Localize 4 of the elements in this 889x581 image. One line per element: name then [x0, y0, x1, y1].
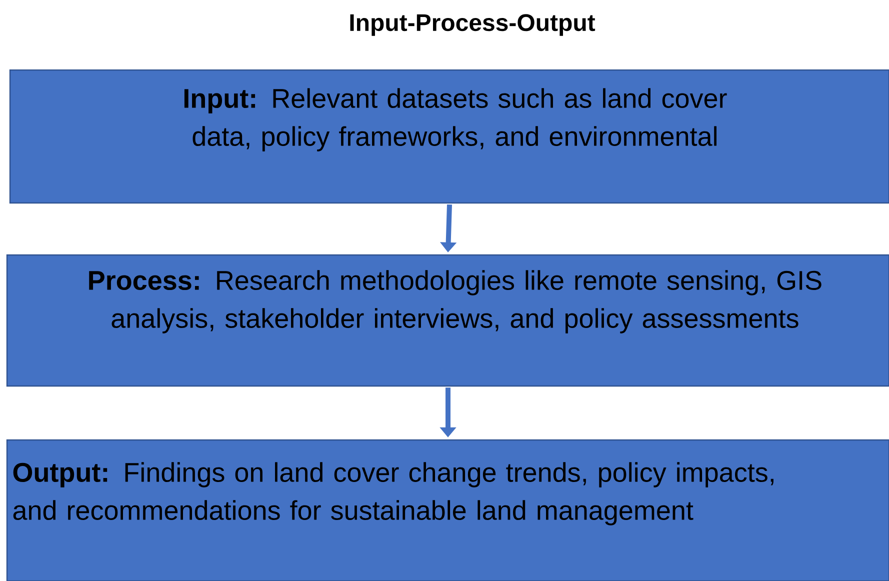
- title: Input-Process-Output: [350, 14, 596, 36]
- process-box: Input: Relevant datasets such as land cover data, policy frameworks, and environmental: [9, 69, 889, 204]
- process-box: Output: Findings on land cover change trends, policy impacts, and recommendations for sustainable land management: [6, 439, 889, 581]
- process-box: Process: Research methodologies like remote sensing, GIS analysis, stakeholder interviews, and policy assessments: [6, 254, 889, 387]
